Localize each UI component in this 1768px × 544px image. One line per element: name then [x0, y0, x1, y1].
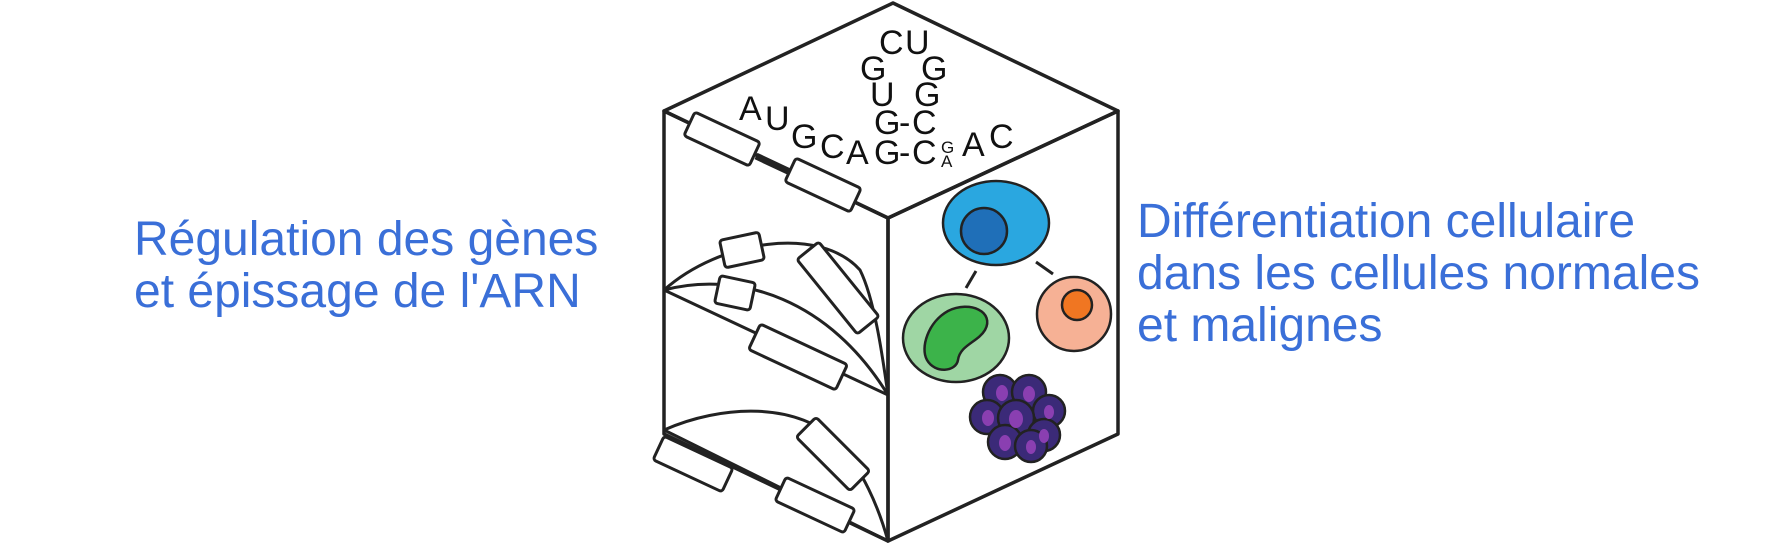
exon-e: [652, 435, 734, 493]
cell-differentiation-label-line-3: et malignes: [1137, 299, 1383, 352]
gene-regulation-label: Régulation des gènes et épissage de l'AR…: [134, 214, 598, 318]
splice-curve-2: [663, 282, 890, 396]
tumor-nucleus-5: [1009, 410, 1023, 428]
rna-letter-U3: U: [905, 24, 930, 62]
rna-letter-G5: G: [860, 50, 886, 88]
rna-pair-dash-high: -: [899, 104, 910, 142]
rna-letter-G4: G: [914, 76, 940, 114]
rna-letter-C1: C: [820, 128, 845, 166]
cube-right-face: [886, 109, 1120, 543]
top-exon-1: [683, 111, 761, 167]
tumor-nucleus-2: [1023, 386, 1035, 402]
rna-letter-G1: G: [791, 118, 817, 156]
rna-letter-G2: G: [874, 134, 900, 172]
splicing-exons: [652, 231, 880, 534]
exon-g: [774, 476, 856, 534]
top-exon-2: [784, 157, 862, 213]
orange-cell-nucleus: [1060, 288, 1094, 322]
tumor-cluster: [968, 373, 1067, 464]
rna-letter-A-small: A: [941, 152, 953, 171]
splice-curve-1: [663, 241, 890, 396]
orange-cell: [1035, 275, 1113, 353]
gene-regulation-label-line-1: Régulation des gènes: [134, 213, 599, 266]
rna-letter-C3: C: [989, 118, 1014, 156]
cell-differentiation-label-line-2: dans les cellules normales: [1137, 247, 1700, 300]
green-cell: [901, 292, 1011, 384]
cell-differentiation-label-line-1: Différentiation cellulaire: [1137, 195, 1636, 248]
stem-cell: [941, 179, 1051, 267]
tumor-nucleus-1: [996, 385, 1008, 401]
rna-letter-A2: A: [846, 134, 869, 172]
gene-regulation-label-line-2: et épissage de l'ARN: [134, 265, 581, 318]
tumor-nucleus-7: [999, 435, 1011, 451]
top-face-content: [683, 111, 862, 213]
exon-d: [748, 323, 848, 391]
green-cell-nucleus: [923, 305, 989, 371]
top-intron-link: [754, 152, 792, 176]
rna-letter-G6: G: [921, 50, 947, 88]
rna-letter-A1: A: [739, 90, 762, 128]
rna-letter-G-small: G: [941, 138, 954, 157]
rna-letter-C2: C: [912, 134, 937, 172]
exon-f: [795, 416, 871, 492]
exon-b: [713, 274, 757, 312]
lineage-link-left: [964, 270, 978, 289]
tumor-nucleus-4: [982, 410, 994, 426]
tumor-nucleus-6: [1039, 429, 1049, 443]
rna-letter-U1: U: [765, 100, 790, 138]
rna-letter-C5: C: [879, 24, 904, 62]
splice-line-5: [663, 428, 889, 543]
rna-letter-U2: U: [870, 76, 895, 114]
rna-letter-G3: G: [874, 104, 900, 142]
rna-sequence: A U G C A G - C G A A C G - C U G G G C …: [739, 24, 1014, 172]
rna-pair-dash-low: -: [899, 134, 910, 172]
rna-letter-C4: C: [912, 104, 937, 142]
exon-a: [718, 231, 766, 269]
differentiation-cells: [901, 179, 1113, 464]
tumor-nucleus-3: [1044, 405, 1054, 419]
stem-cell-nucleus: [959, 206, 1009, 256]
lineage-link-right: [1035, 260, 1054, 276]
cell-differentiation-label: Différentiation cellulaire dans les cell…: [1137, 196, 1700, 352]
rna-letter-A3: A: [962, 126, 985, 164]
tumor-nucleus-8: [1026, 440, 1036, 454]
exon-c: [796, 241, 880, 335]
